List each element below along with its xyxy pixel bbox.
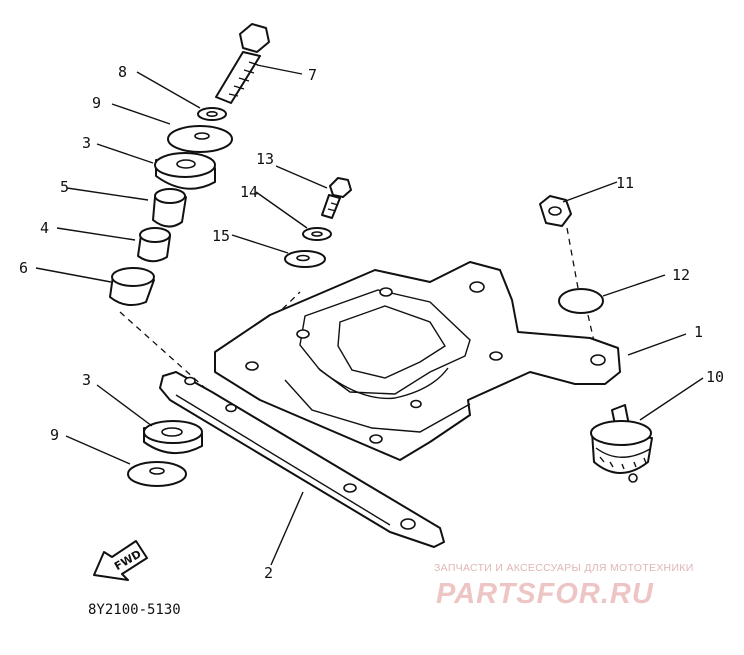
callout-6: 6 [19,259,28,277]
callout-15: 15 [212,227,230,245]
engine-mount-bracket [214,261,621,461]
flat-washer-9-lower [127,461,187,487]
washer-12 [558,288,604,314]
nut-11 [539,195,572,227]
callout-3-lower: 3 [82,371,91,389]
callout-14: 14 [240,183,258,201]
callout-3-upper: 3 [82,134,91,152]
long-bolt [215,23,270,104]
watermark-caption: ЗАПЧАСТИ И АКСЕССУАРЫ ДЛЯ МОТОТЕХНИКИ [434,562,694,574]
callout-8: 8 [118,63,127,81]
collar-5 [152,188,187,228]
callout-13: 13 [256,150,274,168]
forward-arrow-icon: FWD [93,540,148,581]
collar-4 [137,227,171,263]
callout-11: 11 [616,174,634,192]
callout-12: 12 [672,266,690,284]
callout-5: 5 [60,178,69,196]
drawing-code: 8Y2100-5130 [88,602,181,618]
small-washer-14 [302,227,332,241]
callout-9-lower: 9 [50,426,59,444]
watermark-logo: PARTSFOR.RU [436,578,654,610]
callout-10: 10 [706,368,724,386]
callout-9-upper: 9 [92,94,101,112]
small-bolt-13 [321,177,352,219]
washer-15 [284,250,326,268]
callout-7: 7 [308,66,317,84]
callout-numbers: 8 9 3 5 4 6 7 13 14 15 11 12 1 10 3 9 2 [19,63,724,582]
rubber-damper-3-upper [154,152,216,190]
flat-washer-9-upper [167,125,233,153]
callout-leaders [35,64,704,566]
lower-support-plate [159,371,445,548]
callout-2: 2 [264,564,273,582]
callout-4: 4 [40,219,49,237]
bushing-6 [109,267,155,307]
rubber-damper-3-lower [143,420,203,455]
small-washer-8 [197,107,227,121]
damper-10 [590,404,653,483]
callout-1: 1 [694,323,703,341]
